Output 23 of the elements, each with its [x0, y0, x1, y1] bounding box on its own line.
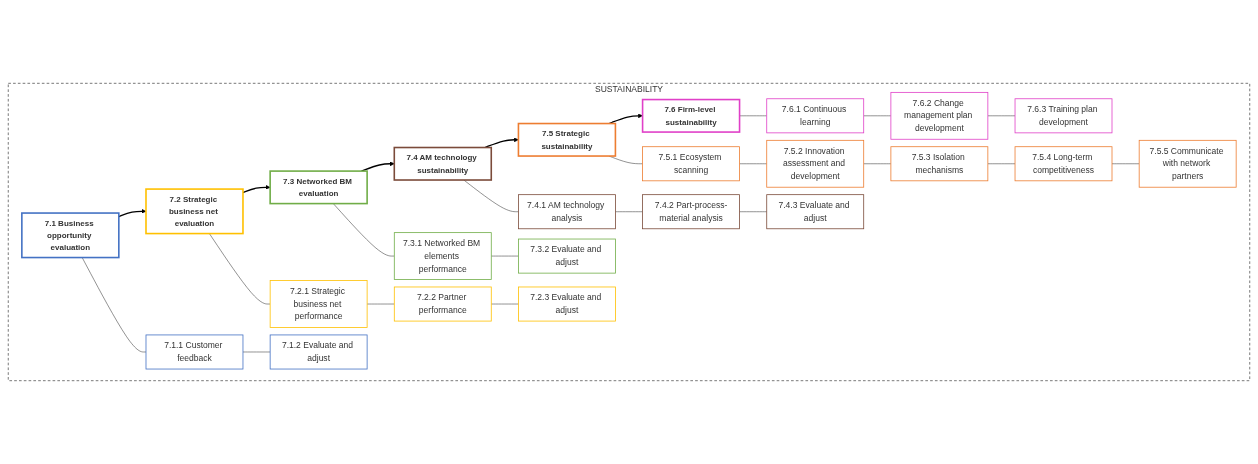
node-box: 7.6.2 Change management plan development	[890, 91, 989, 140]
node-box: 7.2.1 Strategic business net performance	[269, 280, 368, 328]
node-box: 7.5.3 Isolation mechanisms	[890, 146, 989, 182]
node-box: 7.1.1 Customer feedback	[145, 334, 244, 370]
node-box: 7.6.1 Continuous learning	[766, 98, 865, 134]
connector	[463, 179, 519, 212]
node-box: 7.5.5 Communicate with network partners	[1138, 139, 1237, 188]
node-box: 7.2.2 Partner performance	[393, 286, 492, 322]
node-box: 7.3.2 Evaluate and adjust	[518, 238, 616, 274]
node-box: 7.3.1 Networked BM elements performance	[393, 232, 492, 280]
node-box: 7.6.3 Training plan development	[1014, 98, 1113, 134]
arrow	[242, 185, 271, 194]
arrow	[608, 113, 643, 125]
node-box: 7.5.1 Ecosystem scanning	[642, 146, 740, 182]
arrow	[484, 137, 519, 149]
node-box: 7.4.3 Evaluate and adjust	[766, 194, 865, 230]
node-box: 7.2.3 Evaluate and adjust	[518, 286, 616, 322]
arrow	[118, 209, 147, 218]
node-box: 7.5.4 Long-term competitiveness	[1014, 146, 1113, 182]
node-box: 7.5.2 Innovation assessment and development	[766, 139, 865, 188]
node-box: 7.4.1 AM technology analysis	[518, 194, 616, 230]
node-box: 7.1.2 Evaluate and adjust	[269, 334, 368, 370]
node-box: 7.4.2 Part-process-material analysis	[642, 194, 740, 230]
